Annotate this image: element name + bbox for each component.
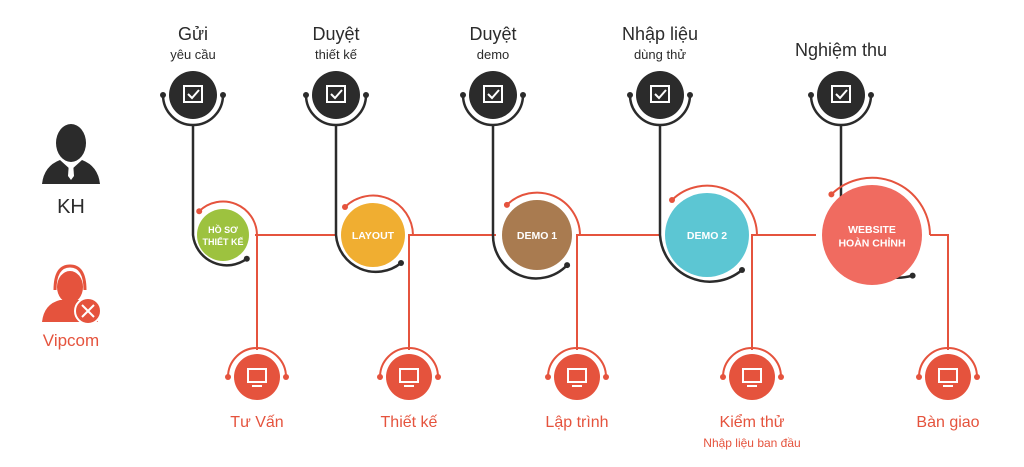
monitor-check-icon: [636, 71, 684, 119]
vendor-actor: Vipcom: [42, 264, 102, 350]
customer-step-title: Nhập liệu: [622, 24, 698, 44]
milestone-label: THIẾT KẾ: [202, 237, 243, 247]
milestone: HỒ SƠ THIẾT KẾ: [196, 200, 258, 350]
code-monitor-icon: [554, 354, 600, 400]
customer-step-subtitle: thiết kế: [315, 47, 358, 62]
milestone-label: HỒ SƠ: [208, 224, 238, 235]
vendor-step-sublabel: Nhập liệu ban đầu: [703, 436, 800, 450]
thumbs-up-icon: [817, 71, 865, 119]
businessman-icon: [42, 124, 100, 184]
network-icon: [234, 354, 280, 400]
checkbox-icon: [469, 71, 517, 119]
customer-step-title: Duyệt: [469, 24, 516, 44]
customer-step-title: Gửi: [178, 24, 208, 44]
customer-label: KH: [57, 196, 85, 218]
customer-step-title: Duyệt: [312, 24, 359, 44]
customer-step-subtitle: demo: [477, 47, 510, 62]
customer-step-subtitle: dùng thử: [634, 47, 686, 62]
milestone-label: DEMO 1: [517, 230, 557, 242]
palette-icon: [386, 354, 432, 400]
customer-actor: KH: [42, 124, 100, 218]
customer-step: Nhập liệu dùng thử: [622, 24, 745, 283]
vendor-step-label: Kiểm thử: [720, 413, 785, 431]
design-approve-icon: [312, 71, 360, 119]
vendor-step: Tư Vấn: [225, 347, 289, 431]
vendor-step-label: Tư Vấn: [230, 414, 283, 431]
vendor-step-label: Bàn giao: [916, 414, 979, 431]
search-monitor-icon: [729, 354, 775, 400]
vendor-step: Bàn giao: [916, 347, 980, 431]
request-person-icon: [169, 71, 217, 119]
milestone: DEMO 1: [502, 191, 581, 350]
milestone-label: HOÀN CHỈNH: [838, 237, 905, 250]
presentation-icon: [925, 354, 971, 400]
milestone-circle: [197, 209, 249, 261]
vendor-step: Thiết kế: [377, 347, 441, 431]
customer-step: Gửi yêu cầu: [160, 24, 250, 267]
customer-step-title: Nghiệm thu: [795, 40, 887, 60]
customer-step: Duyệt thiết kế: [303, 24, 404, 274]
milestone-circle: [502, 200, 572, 270]
customer-step-subtitle: yêu cầu: [170, 47, 216, 62]
support-headset-icon: [42, 264, 102, 325]
milestone-circle: [822, 185, 922, 285]
milestone: DEMO 2: [665, 184, 758, 350]
milestone: LAYOUT: [341, 194, 414, 350]
vendor-step-label: Thiết kế: [381, 414, 438, 431]
vendor-step-label: Lập trình: [545, 414, 608, 431]
milestone-circle: [341, 203, 405, 267]
vendor-label: Vipcom: [43, 331, 99, 350]
milestone-circle: [665, 193, 749, 277]
milestone-label: WEBSITE: [848, 224, 896, 236]
customer-step: Duyệt demo: [460, 24, 571, 280]
milestone-label: DEMO 2: [687, 230, 727, 242]
milestone-label: LAYOUT: [352, 230, 395, 242]
vendor-step: Lập trình: [545, 347, 609, 431]
